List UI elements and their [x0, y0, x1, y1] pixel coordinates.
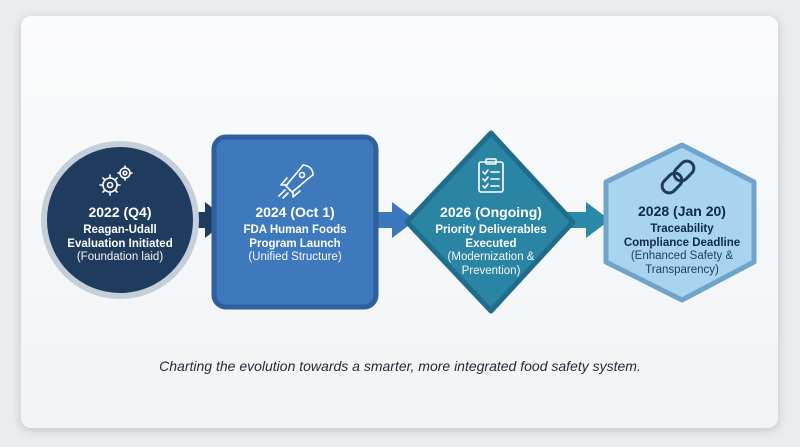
milestone-title: Priority Deliverables Executed — [435, 223, 547, 250]
checklist-icon — [478, 158, 504, 193]
milestone-title: Reagan-Udall Evaluation Initiated — [67, 223, 173, 250]
milestone-subtitle: (Foundation laid) — [76, 251, 164, 264]
arrow-2 — [374, 202, 416, 238]
milestone-title: FDA Human Foods Program Launch — [243, 223, 347, 250]
milestone-node-1 — [41, 141, 199, 299]
caption: Charting the evolution towards a smarter… — [159, 358, 641, 374]
milestone-year: 2022 (Q4) — [88, 204, 152, 220]
milestone-node-3 — [404, 130, 576, 314]
milestone-year: 2026 (Ongoing) — [440, 204, 542, 220]
milestone-year: 2024 (Oct 1) — [255, 204, 335, 220]
milestone-text-3: 2026 (Ongoing) Priority Deliverables Exe… — [430, 204, 552, 279]
milestone-text-2: 2024 (Oct 1) FDA Human Foods Program Lau… — [228, 204, 362, 265]
chain-link-icon — [660, 159, 696, 195]
milestone-subtitle: (Unified Structure) — [248, 251, 342, 264]
milestone-node-2 — [211, 134, 379, 310]
milestone-title: Traceability Compliance Deadline — [623, 222, 741, 249]
milestone-text-4: 2028 (Jan 20) Traceability Compliance De… — [620, 203, 744, 278]
gears-icon — [99, 165, 133, 196]
rocket-icon — [278, 164, 314, 199]
milestone-year: 2028 (Jan 20) — [638, 203, 726, 219]
milestone-text-1: 2022 (Q4) Reagan-Udall Evaluation Initia… — [60, 204, 180, 265]
milestone-subtitle: (Modernization & Prevention) — [447, 251, 535, 278]
milestone-node-4 — [603, 142, 757, 303]
milestone-subtitle: (Enhanced Safety & Transparency) — [630, 250, 734, 277]
